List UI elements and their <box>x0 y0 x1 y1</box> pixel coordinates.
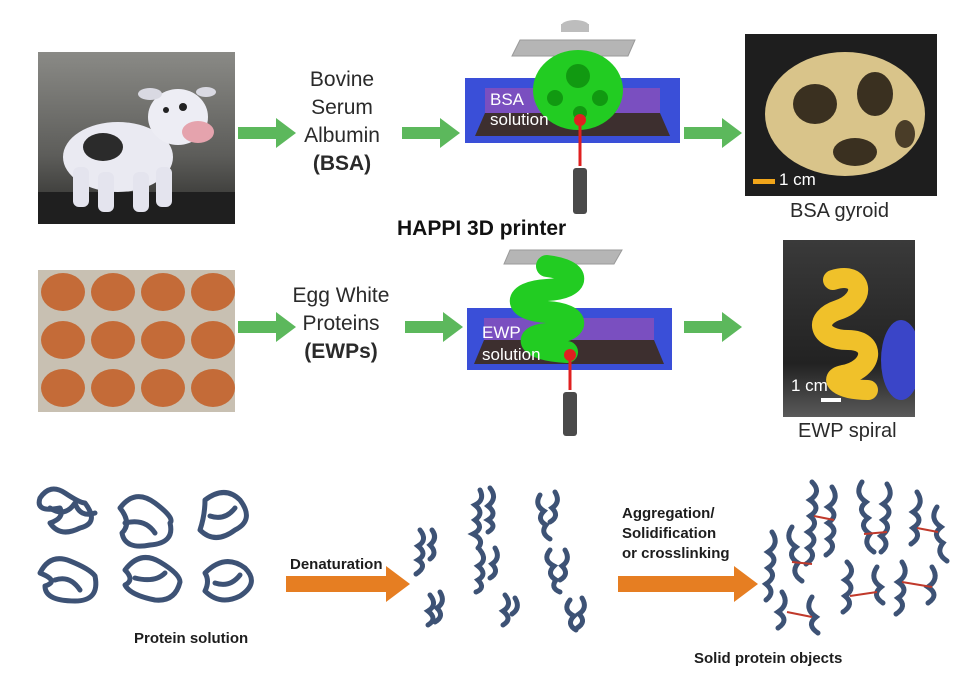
arrow-aggregation <box>618 566 758 602</box>
ewp-abbrev: (EWPs) <box>304 340 378 363</box>
ewp-line2: Proteins <box>302 312 380 335</box>
ewp-spiral-photo: 1 cm <box>783 240 915 417</box>
ewp-printer-vat <box>467 249 672 436</box>
bsa-gyroid-photo: 1 cm <box>745 34 937 196</box>
eggs-figure <box>41 273 235 407</box>
gyroid-scale-label: 1 cm <box>779 170 816 189</box>
ewp-solution-line1: EWP <box>482 323 521 342</box>
bsa-abbrev: (BSA) <box>312 152 372 175</box>
cow-photo <box>38 52 235 224</box>
bsa-line1: Bovine <box>309 68 375 91</box>
aggregation-line2: Solidification <box>622 525 717 542</box>
ewp-source-label: Egg White Proteins (EWPs) <box>280 282 402 366</box>
bsa-solution-label: BSA solution <box>490 90 549 130</box>
aggregation-line3: or crosslinking <box>622 545 730 562</box>
cow-figure <box>38 87 235 224</box>
arrow-bsa-to-printer <box>402 118 460 148</box>
aggregation-label: Aggregation/ Solidification or crosslink… <box>622 504 730 564</box>
bsa-printer-vat <box>465 20 680 214</box>
arrow-ewp-to-printer <box>405 312 463 342</box>
ewp-solution-label: EWP solution <box>482 322 541 366</box>
ewp-spiral-caption: EWP spiral <box>798 420 897 442</box>
ewp-line1: Egg White <box>292 284 390 307</box>
crosslinked-network <box>761 479 950 636</box>
arrow-printer-to-spiral <box>684 312 742 342</box>
spiral-scale-label: 1 cm <box>791 376 828 395</box>
arrow-denaturation <box>286 566 410 602</box>
spiral-figure <box>812 268 915 402</box>
printer-label: HAPPI 3D printer <box>397 217 567 240</box>
arrow-eggs-to-ewp <box>238 312 296 342</box>
protein-solution-globules <box>36 486 254 604</box>
bsa-source-label: Bovine Serum Albumin (BSA) <box>292 66 392 178</box>
arrow-cow-to-bsa <box>238 118 296 148</box>
arrow-printer-to-gyroid <box>684 118 742 148</box>
bsa-line2: Serum <box>311 96 373 119</box>
bsa-solution-line1: BSA <box>490 90 525 109</box>
denaturation-label: Denaturation <box>290 556 383 573</box>
bsa-line3: Albumin <box>304 124 380 147</box>
protein-solution-label: Protein solution <box>134 630 249 647</box>
bsa-solution-line2: solution <box>490 110 549 129</box>
eggs-photo <box>38 270 235 412</box>
gyroid-figure <box>753 52 925 184</box>
bsa-gyroid-caption: BSA gyroid <box>790 200 889 222</box>
aggregation-line1: Aggregation/ <box>622 505 715 522</box>
ewp-solution-line2: solution <box>482 345 541 364</box>
solid-objects-label: Solid protein objects <box>694 650 843 667</box>
denatured-strands <box>413 485 587 633</box>
